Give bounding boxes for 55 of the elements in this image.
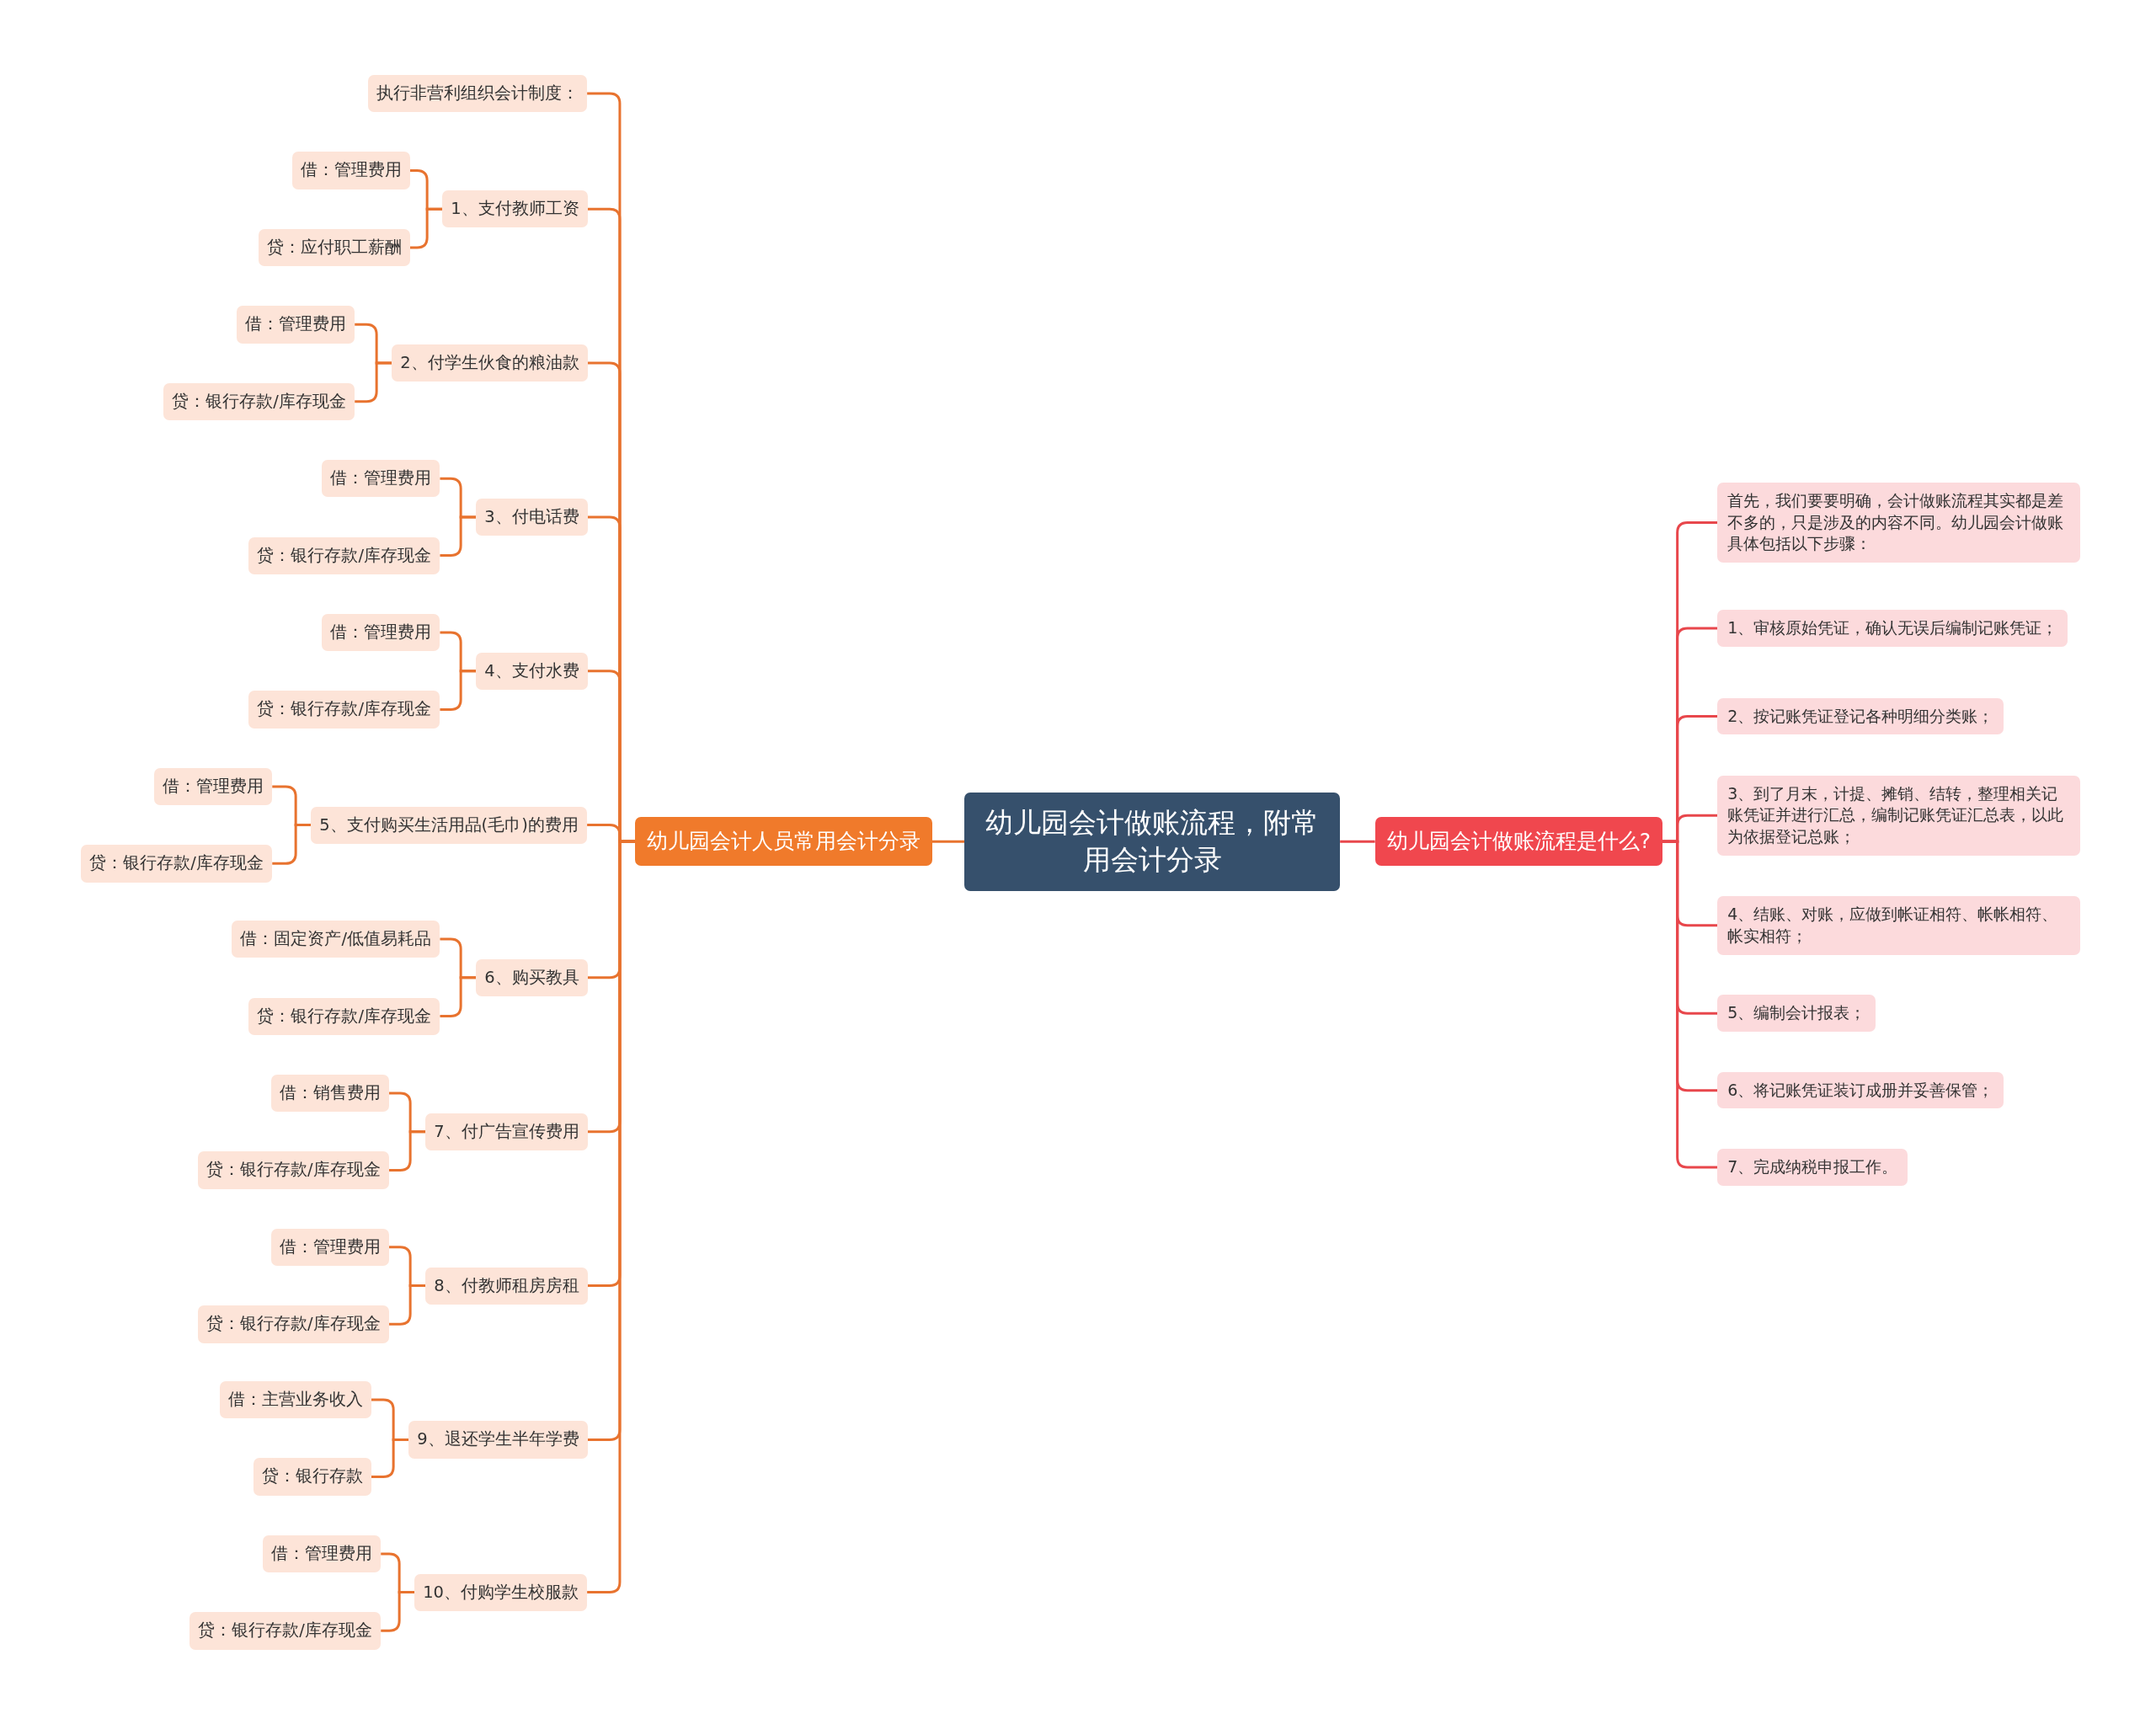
connector-line [440, 515, 477, 558]
branch-topic-box: 幼儿园会计做账流程是什么? [1374, 817, 1662, 866]
step-box: 6、将记账凭证装订成册并妥善保管； [1717, 1071, 2004, 1109]
subtopic-box: 贷：应付职工薪酬 [258, 228, 410, 267]
connector-line [1662, 840, 1718, 1169]
subtopic-box: 贷：银行存款/库存现金 [81, 845, 272, 883]
subtopic-box: 借：销售费用 [271, 1074, 390, 1113]
connector-line [389, 1284, 426, 1326]
subtopic-box: 10、付购学生校服款 [414, 1573, 587, 1611]
subtopic-box: 执行非营利组织会计制度： [368, 75, 588, 113]
step-box: 7、完成纳税申报工作。 [1717, 1149, 1908, 1186]
connector-line [1340, 840, 1375, 843]
subtopic-box: 借：管理费用 [263, 1535, 382, 1573]
subtopic-box: 贷：银行存款/库存现金 [248, 997, 440, 1035]
step-box: 4、结账、对账，应做到帐证相符、帐帐相符、帐实相符； [1717, 896, 2081, 955]
subtopic-box: 借：管理费用 [322, 614, 440, 652]
subtopic-box: 9、退还学生半年学费 [408, 1421, 588, 1459]
subtopic-box: 1、支付教师工资 [442, 190, 588, 228]
subtopic-box: 借：管理费用 [271, 1228, 390, 1267]
subtopic-box: 借：管理费用 [154, 767, 273, 806]
connector-line [355, 361, 392, 403]
subtopic-box: 贷：银行存款/库存现金 [163, 382, 355, 421]
subtopic-box: 贷：银行存款/库存现金 [198, 1305, 389, 1343]
subtopic-box: 2、付学生伙食的粮油款 [392, 344, 588, 382]
central-topic-box: 幼儿园会计做账流程，附常用会计分录 [964, 792, 1341, 891]
subtopic-box: 借：主营业务收入 [219, 1381, 371, 1419]
step-box: 首先，我们要要明确，会计做账流程其实都是差不多的，只是涉及的内容不同。幼儿园会计做账具体包括以下步骤： [1717, 482, 2081, 563]
subtopic-box: 借：固定资产/低值易耗品 [232, 921, 440, 958]
connector-line [381, 1591, 415, 1632]
subtopic-box: 5、支付购买生活用品(毛巾)的费用 [311, 806, 587, 844]
connector-line [389, 1130, 426, 1172]
connector-line [272, 824, 312, 865]
subtopic-box: 贷：银行存款/库存现金 [189, 1612, 381, 1650]
subtopic-box: 贷：银行存款/库存现金 [248, 536, 440, 574]
connector-line [440, 976, 477, 1018]
subtopic-box: 4、支付水费 [476, 652, 588, 691]
subtopic-box: 借：管理费用 [322, 460, 440, 498]
connector-line [409, 207, 443, 249]
subtopic-box: 7、付广告宣传费用 [425, 1113, 588, 1150]
subtopic-box: 借：管理费用 [237, 306, 355, 344]
subtopic-box: 6、购买教具 [476, 958, 588, 997]
step-box: 2、按记账凭证登记各种明细分类账； [1717, 697, 2004, 735]
branch-topic-box: 幼儿园会计人员常用会计分录 [634, 817, 932, 866]
subtopic-box: 贷：银行存款/库存现金 [248, 691, 440, 729]
step-box: 1、审核原始凭证，确认无误后编制记账凭证； [1717, 610, 2068, 647]
connector-line [931, 840, 965, 843]
subtopic-box: 8、付教师租房房租 [425, 1267, 588, 1305]
connector-line [440, 670, 477, 711]
step-box: 3、到了月末，计提、摊销、结转，整理相关记账凭证并进行汇总，编制记账凭证汇总表，以此为依据登记总账； [1717, 775, 2081, 856]
subtopic-box: 借：管理费用 [291, 152, 410, 189]
step-box: 5、编制会计报表； [1717, 995, 1876, 1032]
subtopic-box: 贷：银行存款/库存现金 [198, 1151, 389, 1189]
connector-line [371, 1438, 409, 1478]
subtopic-box: 贷：银行存款 [253, 1458, 371, 1496]
subtopic-box: 3、付电话费 [476, 498, 588, 536]
